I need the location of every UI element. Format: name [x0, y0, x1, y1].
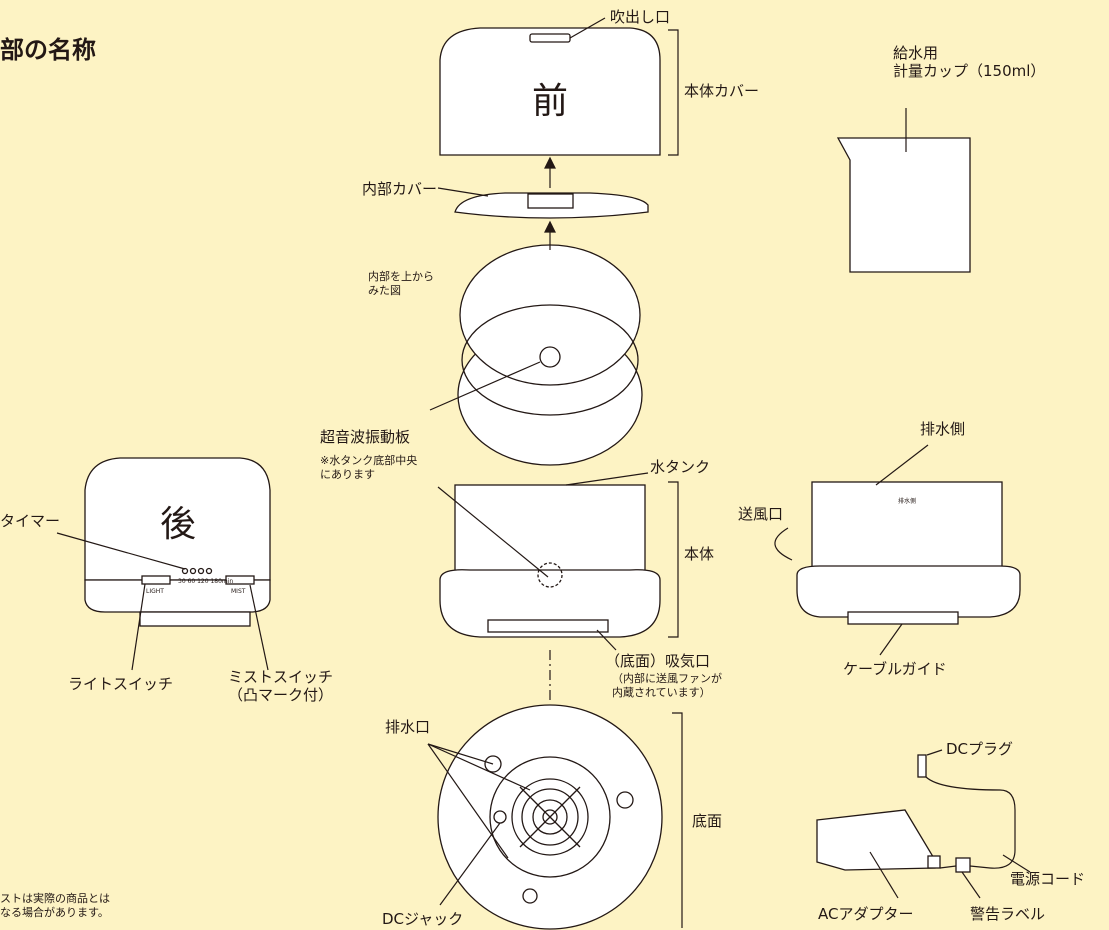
- label-body-cover: 本体カバー: [684, 82, 760, 100]
- label-inner-cover: 内部カバー: [362, 180, 438, 198]
- label-intake: （底面）吸気口: [605, 652, 711, 670]
- base-foot: [487, 619, 609, 633]
- body-cover: [439, 27, 661, 156]
- panel-light-text: LIGHT: [146, 588, 164, 595]
- label-back: 後: [160, 504, 197, 545]
- side-foot: [847, 611, 959, 625]
- label-power-cord: 電源コード: [1010, 870, 1086, 888]
- mist-outlet: [529, 33, 571, 43]
- label-cable-guide: ケーブルガイド: [843, 660, 947, 678]
- transducer-hidden: [537, 562, 563, 588]
- measuring-cup: [836, 137, 971, 273]
- label-outlet: 吹出し口: [610, 8, 671, 26]
- label-transducer: 超音波振動板: [320, 428, 411, 446]
- dc-plug: [917, 754, 927, 778]
- footnote: ストは実際の商品とは なる場合があります。: [0, 892, 110, 919]
- water-tank: [454, 484, 646, 579]
- label-measuring-cup: 給水用 計量カップ（150ml）: [893, 44, 1046, 80]
- label-vent: 送風口: [738, 505, 784, 523]
- label-timer: タイマー: [0, 512, 61, 530]
- label-bottom: 底面: [692, 812, 723, 830]
- label-dc-plug: DCプラグ: [946, 740, 1014, 758]
- drain-mark-text: 排水側: [898, 498, 917, 505]
- mist-button: [225, 575, 255, 585]
- side-base: [796, 565, 1021, 618]
- page-title: 部の名称: [0, 36, 96, 64]
- back-foot: [139, 611, 251, 627]
- back-body: [84, 457, 271, 581]
- side-tank: [811, 481, 1003, 573]
- transducer-plate: [539, 346, 561, 368]
- label-front: 前: [532, 81, 569, 122]
- label-drain-port: 排水口: [385, 718, 431, 736]
- label-body: 本体: [684, 545, 715, 563]
- label-inner-view: 内部を上から みた図: [368, 270, 434, 297]
- label-ac-adapter: ACアダプター: [818, 905, 914, 923]
- label-water-tank: 水タンク: [650, 458, 711, 476]
- label-mist-switch: ミストスイッチ （凸マーク付）: [228, 668, 334, 704]
- label-intake-note: （内部に送風ファンが 内蔵されています）: [612, 672, 722, 699]
- panel-mist-text: MIST: [231, 588, 246, 595]
- dc-jack: [493, 810, 507, 824]
- label-transducer-note: ※水タンク底部中央 にあります: [320, 454, 418, 481]
- label-drain-side: 排水側: [920, 420, 966, 438]
- panel-timer-text: 30 60 120 180min: [178, 578, 234, 585]
- label-warning-label: 警告ラベル: [970, 905, 1046, 923]
- warning-tag: [955, 857, 971, 873]
- label-light-switch: ライトスイッチ: [68, 675, 174, 693]
- tank-inner-rim: [461, 304, 639, 416]
- inner-cover-handle: [527, 193, 574, 209]
- label-dc-jack: DCジャック: [382, 910, 464, 928]
- light-button: [141, 575, 171, 585]
